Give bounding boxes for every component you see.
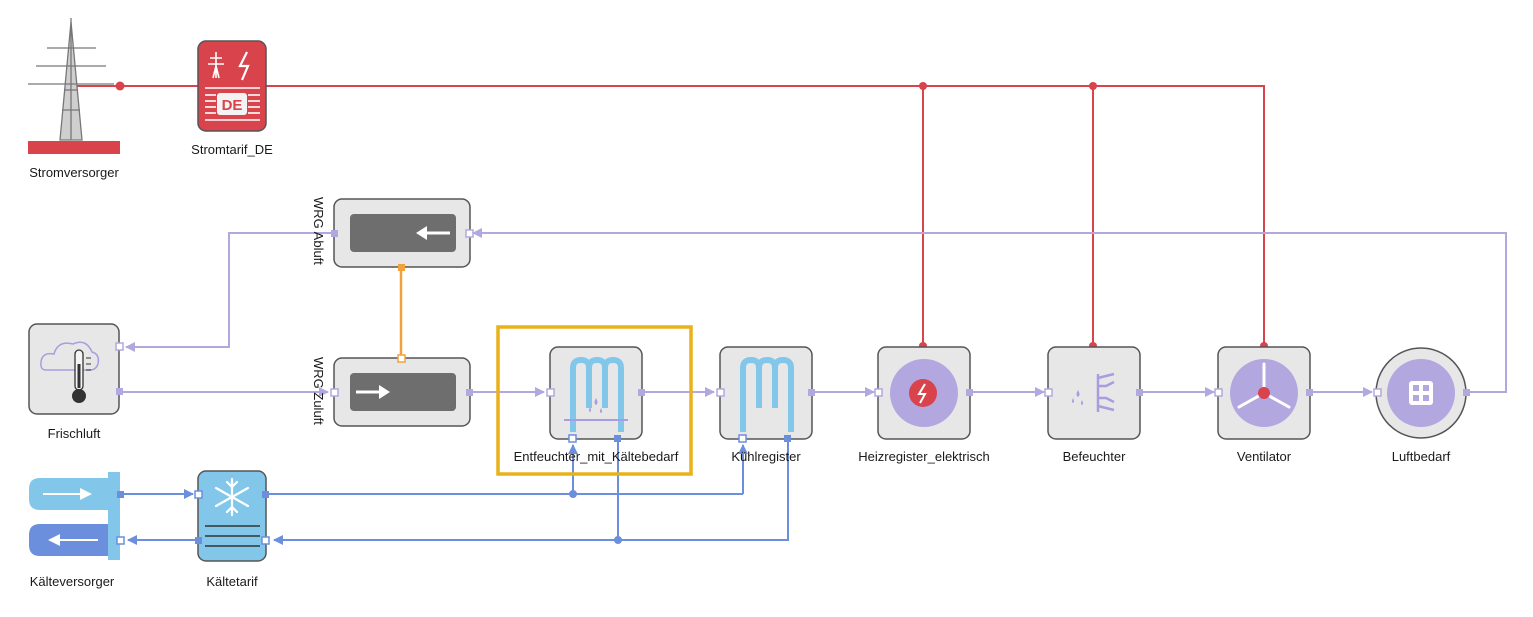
ventilator-label: Ventilator xyxy=(1236,449,1292,464)
cooling-lines xyxy=(121,438,789,545)
port-cool[interactable] xyxy=(568,434,577,443)
port-hr[interactable] xyxy=(397,354,406,363)
port-cool[interactable] xyxy=(261,536,270,545)
befeuchter-body xyxy=(1047,346,1141,440)
port-cool[interactable] xyxy=(194,490,203,499)
befeuchter-label: Befeuchter xyxy=(1062,449,1126,464)
port-cool[interactable] xyxy=(117,491,124,498)
junction-dot xyxy=(115,81,125,91)
port-air-out[interactable] xyxy=(466,389,473,396)
electric-lines xyxy=(72,85,1265,392)
ventilator-block[interactable] xyxy=(1217,346,1311,440)
bolt-icon xyxy=(917,383,927,404)
port-hr[interactable] xyxy=(398,264,405,271)
junction-dot xyxy=(1089,82,1097,90)
port-cool[interactable] xyxy=(614,435,621,442)
junction-dot xyxy=(919,82,927,90)
selection-highlight xyxy=(496,325,693,476)
wrg-zuluft-channel xyxy=(350,373,456,411)
fan-hub xyxy=(1258,387,1270,399)
dehumidifier-coil-icon xyxy=(564,357,628,432)
heizregister-block[interactable] xyxy=(877,346,971,440)
wrg-abluft-label: WRG Abluft xyxy=(311,197,326,265)
junction-dot xyxy=(569,490,577,498)
port-cool[interactable] xyxy=(262,491,269,498)
electric-line-main[interactable] xyxy=(266,85,1265,346)
wrg-zuluft-label: WRG Zuluft xyxy=(311,357,326,425)
building-icon xyxy=(1409,381,1433,405)
tariff-badge-text: DE xyxy=(222,97,243,114)
stromversorger-block[interactable] xyxy=(28,18,120,154)
tariff-lines xyxy=(205,525,260,547)
port-cool[interactable] xyxy=(116,536,125,545)
frischluft-label: Frischluft xyxy=(47,426,101,441)
port-air-out[interactable] xyxy=(1136,389,1143,396)
port-cool[interactable] xyxy=(195,537,202,544)
port-air-out[interactable] xyxy=(808,389,815,396)
port-air-in[interactable] xyxy=(330,388,339,397)
stromtarif-label: Stromtarif_DE xyxy=(191,142,273,157)
luftbedarf-label: Luftbedarf xyxy=(1391,449,1451,464)
kuehlregister-label: Kühlregister xyxy=(731,449,801,464)
port-air-in[interactable] xyxy=(1214,388,1223,397)
entfeuchter-label: Entfeuchter_mit_Kältebedarf xyxy=(513,449,679,464)
port-air-in[interactable] xyxy=(546,388,555,397)
befeuchter-block[interactable] xyxy=(1047,346,1141,440)
arrow-right-icon xyxy=(356,385,390,399)
stromversorger-label: Stromversorger xyxy=(29,165,119,180)
supply-bar xyxy=(108,472,120,560)
kaeltetarif-block[interactable] xyxy=(197,470,267,562)
port-air-out[interactable] xyxy=(115,342,124,351)
port-cool[interactable] xyxy=(784,435,791,442)
wrg-abluft-block[interactable] xyxy=(333,198,471,268)
cooling-coil-icon xyxy=(740,357,794,432)
port-air-out[interactable] xyxy=(638,389,645,396)
port-air-out[interactable] xyxy=(966,389,973,396)
port-air-in[interactable] xyxy=(874,388,883,397)
humidifier-icon xyxy=(1072,372,1115,412)
kaelteversorger-label: Kälteversorger xyxy=(29,574,115,589)
electric-tariff-icon xyxy=(205,51,260,121)
port-air-in[interactable] xyxy=(1044,388,1053,397)
cold-supply-icon xyxy=(43,488,98,546)
electric-junctions xyxy=(115,81,1268,350)
power-pylon-icon xyxy=(28,18,114,141)
cooling-junctions xyxy=(569,490,622,544)
port-cool[interactable] xyxy=(738,434,747,443)
air-lines xyxy=(122,228,1507,397)
port-air-in[interactable] xyxy=(465,229,474,238)
kuehlregister-block[interactable] xyxy=(719,346,813,440)
air-line-exhaust-out[interactable] xyxy=(125,232,336,352)
port-air-out[interactable] xyxy=(1306,389,1313,396)
ground-bar xyxy=(28,141,120,154)
luftbedarf-block[interactable] xyxy=(1375,347,1467,439)
port-air-out[interactable] xyxy=(331,230,338,237)
stromtarif-block[interactable]: DE xyxy=(197,40,267,132)
snowflake-icon xyxy=(214,477,250,517)
heizregister-label: Heizregister_elektrisch xyxy=(858,449,990,464)
wrg-zuluft-block[interactable] xyxy=(333,357,471,427)
frischluft-block[interactable] xyxy=(28,323,120,415)
frischluft-body xyxy=(28,323,120,415)
port-air-in[interactable] xyxy=(1373,388,1382,397)
tariff-badge xyxy=(217,93,247,115)
junction-dot xyxy=(614,536,622,544)
kaelteversorger-block[interactable] xyxy=(29,472,120,560)
ports xyxy=(115,229,1470,545)
port-air-out[interactable] xyxy=(116,388,123,395)
port-air-out[interactable] xyxy=(1463,389,1470,396)
port-air-in[interactable] xyxy=(716,388,725,397)
stromtarif-body xyxy=(197,40,267,132)
arrow-left-icon xyxy=(416,226,450,240)
entfeuchter-block[interactable] xyxy=(496,325,693,476)
wrg-abluft-channel xyxy=(350,214,456,252)
cloud-thermometer-icon xyxy=(40,341,100,403)
air-line-exhaust-return[interactable] xyxy=(472,228,1507,393)
cool-line-return-main[interactable] xyxy=(273,438,789,545)
kaeltetarif-label: Kältetarif xyxy=(206,574,258,589)
